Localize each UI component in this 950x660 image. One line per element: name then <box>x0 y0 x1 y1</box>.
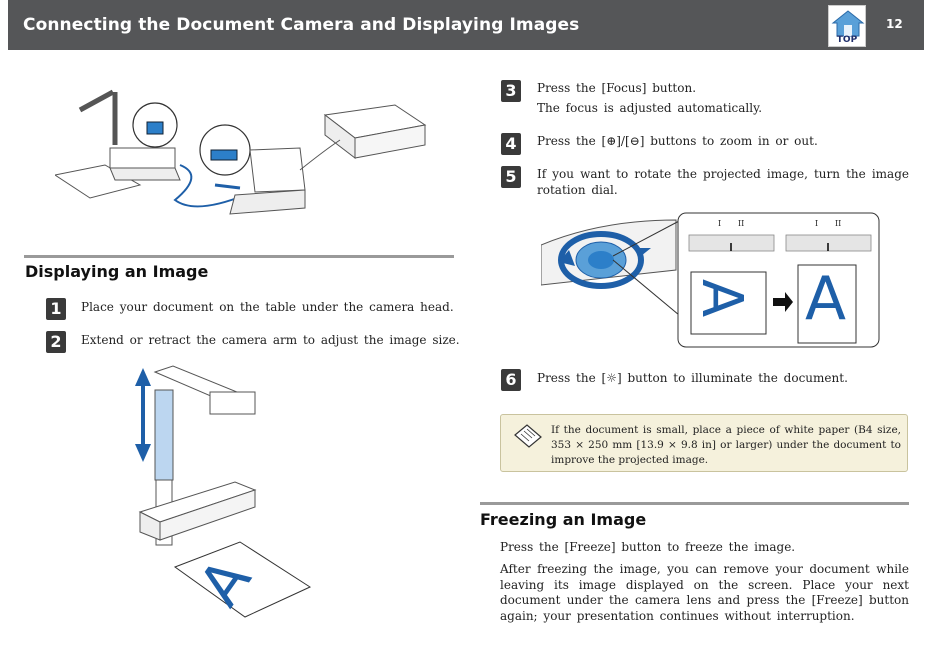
step-2-number: 2 <box>46 331 66 353</box>
step-1-text: Place your document on the table under t… <box>81 300 454 314</box>
step-3-number: 3 <box>501 80 521 102</box>
page-number: 12 <box>886 17 903 31</box>
dial-label-ii-right: II <box>835 219 842 228</box>
note-text: If the document is small, place a piece … <box>551 424 901 466</box>
rotation-dial-illustration <box>541 212 880 348</box>
step-1-number: 1 <box>46 298 66 320</box>
dial-label-i-right: I <box>815 219 819 228</box>
step-5-text: If you want to rotate the projected imag… <box>537 167 909 197</box>
note-box: If the document is small, place a piece … <box>500 414 908 472</box>
note-icon <box>514 424 542 448</box>
upright-letter-a: A <box>805 264 847 334</box>
step-6-text: Press the [☼] button to illuminate the d… <box>537 371 848 385</box>
step-5-number: 5 <box>501 166 521 188</box>
camera-arm-illustration <box>135 365 312 618</box>
connection-illustration <box>55 89 427 215</box>
top-button[interactable]: TOP <box>828 5 866 47</box>
section-divider <box>24 255 454 258</box>
rotated-letter-a: A <box>689 278 755 318</box>
step-2-text: Extend or retract the camera arm to adju… <box>81 333 460 347</box>
dial-label-ii-left: II <box>738 219 745 228</box>
page-title: Connecting the Document Camera and Displ… <box>23 15 580 35</box>
home-icon <box>831 10 865 37</box>
step-3-subtext: The focus is adjusted automatically. <box>537 101 763 115</box>
top-label: TOP <box>836 35 858 45</box>
section-title-freezing: Freezing an Image <box>480 510 647 529</box>
section-title-displaying: Displaying an Image <box>25 262 209 281</box>
step-6-number: 6 <box>501 369 521 391</box>
section-divider-freezing <box>480 502 909 505</box>
page-header: Connecting the Document Camera and Displ… <box>8 0 924 50</box>
step-4-number: 4 <box>501 133 521 155</box>
step-4-text: Press the [⊕]/[⊖] buttons to zoom in or … <box>537 134 818 148</box>
freeze-paragraph-1: Press the [Freeze] button to freeze the … <box>500 540 796 554</box>
step-3-text: Press the [Focus] button. <box>537 81 697 95</box>
dial-label-i-left: I <box>718 219 722 228</box>
freeze-paragraph-2: After freezing the image, you can remove… <box>500 562 909 623</box>
